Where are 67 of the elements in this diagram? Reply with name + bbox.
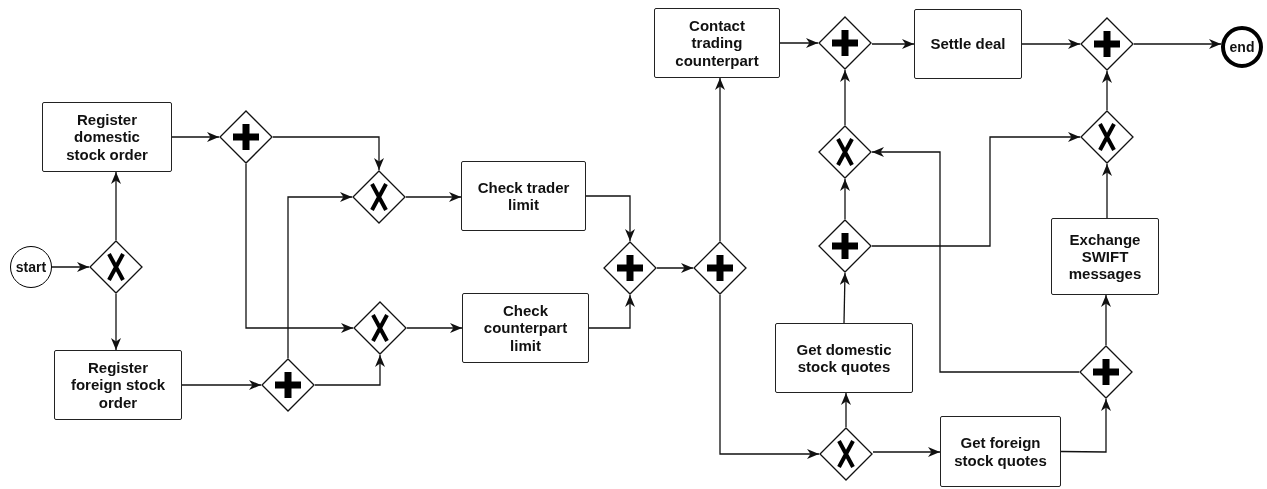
arrow [872, 447, 941, 457]
task-box [462, 293, 589, 363]
arrow [245, 163, 354, 333]
arrow [871, 132, 1081, 247]
parallel-gateway-diamond [1080, 17, 1134, 71]
arrow [840, 69, 850, 126]
arrow [871, 147, 1080, 373]
arrow [405, 192, 462, 202]
task-box [654, 8, 780, 78]
arrow [871, 39, 915, 49]
arrow [272, 136, 384, 171]
parallel-gateway-diamond [818, 219, 872, 273]
arrow [111, 293, 121, 351]
parallel-gateway-diamond [261, 358, 315, 412]
start-event-circle [10, 246, 52, 288]
exclusive-gateway-diamond [819, 427, 873, 481]
arrow [406, 323, 463, 333]
node-label: Get foreign stock quotes [953, 434, 1048, 469]
node-label: start [14, 258, 48, 276]
end-event-circle [1221, 26, 1263, 68]
arrow [719, 294, 820, 459]
arrow [1021, 39, 1081, 49]
parallel-gateway-diamond [219, 110, 273, 164]
arrow [841, 392, 851, 428]
node-label: Exchange SWIFT messages [1067, 230, 1143, 283]
arrow [585, 195, 635, 242]
arrow [840, 178, 850, 220]
arrow [839, 272, 850, 324]
node-label: Contact trading counterpart [674, 17, 760, 69]
task-box [54, 350, 182, 420]
node-label: Check counterpart limit [482, 302, 569, 354]
exclusive-gateway-diamond [353, 301, 407, 355]
parallel-gateway-diamond [693, 241, 747, 295]
task-box [775, 323, 913, 393]
node-label: Register foreign stock order [69, 359, 167, 411]
node-label: Check trader limit [476, 178, 571, 214]
task-box [940, 416, 1061, 487]
task-box [914, 9, 1022, 79]
arrow [314, 354, 385, 386]
arrow [1102, 70, 1112, 111]
node-label: end [1228, 38, 1256, 56]
node-label: Settle deal [929, 35, 1007, 53]
exclusive-gateway-diamond [1080, 110, 1134, 164]
arrow [1102, 163, 1112, 219]
exclusive-gateway-diamond [89, 240, 143, 294]
arrow [181, 380, 262, 390]
exclusive-gateway-diamond [352, 170, 406, 224]
parallel-gateway-diamond [1079, 345, 1133, 399]
arrow [588, 294, 635, 329]
arrow [171, 132, 220, 142]
task-box [1051, 218, 1159, 295]
node-label: Get domestic stock quotes [795, 340, 893, 376]
arrow [779, 38, 819, 48]
node-label: Register domestic stock order [65, 111, 149, 163]
parallel-gateway-diamond [603, 241, 657, 295]
arrow [656, 263, 694, 273]
exclusive-gateway-diamond [818, 125, 872, 179]
arrow [1060, 398, 1111, 453]
parallel-gateway-diamond [818, 16, 872, 70]
arrow [715, 77, 725, 242]
arrow [1101, 294, 1111, 346]
arrow [287, 192, 353, 359]
task-box [42, 102, 172, 172]
arrow [51, 262, 90, 272]
arrow [111, 171, 121, 241]
task-box [461, 161, 586, 231]
arrow [1133, 39, 1222, 49]
